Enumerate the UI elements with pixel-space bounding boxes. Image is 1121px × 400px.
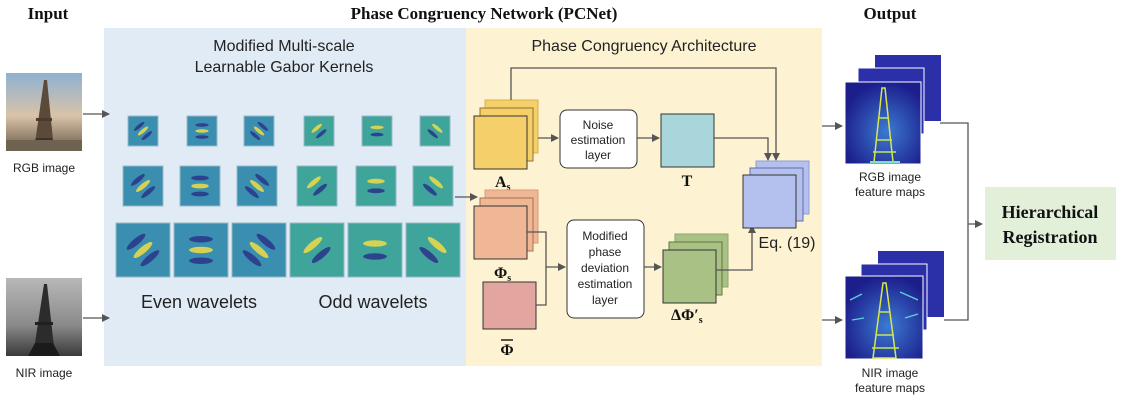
- label-Phi: Φs: [494, 265, 511, 284]
- mean-phase-block: [482, 281, 537, 330]
- odd-gabor-kernel: [303, 115, 335, 147]
- even-gabor-kernel: [231, 222, 287, 278]
- arrow-nir-to-registration: [944, 224, 969, 321]
- odd-gabor-kernel: [289, 222, 345, 278]
- arrow-T-to-eq: [714, 137, 772, 161]
- label-dPhi: ΔΦ′s: [671, 307, 703, 326]
- even-gabor-kernel: [243, 115, 275, 147]
- noise-box-line1: Noise: [583, 118, 614, 132]
- phase-box-line2: phase: [589, 245, 622, 259]
- gabor-panel: [104, 28, 466, 366]
- even-gabor-kernel: [115, 222, 171, 278]
- rgb-input-label: RGB image: [13, 161, 75, 175]
- odd-gabor-kernel: [347, 222, 403, 278]
- gabor-title-line1: Modified Multi-scale: [213, 38, 354, 55]
- phase-stack: [473, 189, 539, 260]
- rgb-output-label-2: feature maps: [855, 185, 925, 199]
- rgb-feature-maps: [844, 55, 941, 165]
- even-gabor-kernel: [122, 165, 164, 207]
- noise-box-line2: estimation: [571, 133, 626, 147]
- even-gabor-kernel: [186, 115, 218, 147]
- registration-box: [985, 187, 1116, 260]
- gabor-title-line2: Learnable Gabor Kernels: [195, 59, 374, 76]
- header-network: Phase Congruency Network (PCNet): [351, 4, 618, 23]
- pc-output-stack: [742, 160, 810, 229]
- phase-deviation-box: [566, 219, 645, 319]
- odd-wavelets-label: Odd wavelets: [318, 292, 427, 312]
- even-gabor-kernel: [127, 115, 159, 147]
- nir-input-label: NIR image: [16, 366, 73, 380]
- eq-label: Eq. (19): [759, 235, 816, 252]
- amplitude-stack: [473, 99, 539, 170]
- odd-gabor-kernel: [296, 165, 338, 207]
- phase-box-line5: layer: [592, 293, 618, 307]
- even-gabor-kernel: [179, 165, 221, 207]
- phase-deviation-stack: [662, 233, 729, 304]
- rgb-output-label-1: RGB image: [859, 170, 921, 184]
- odd-gabor-kernel: [361, 115, 393, 147]
- arrow-dphi-to-eq: [716, 225, 756, 271]
- phase-box-line4: estimation: [578, 277, 633, 291]
- registration-line1: Hierarchical: [1002, 202, 1099, 222]
- nir-output-label-1: NIR image: [862, 366, 919, 380]
- odd-gabor-kernel: [405, 222, 461, 278]
- phase-box-line1: Modified: [582, 229, 627, 243]
- even-wavelets-label: Even wavelets: [141, 292, 257, 312]
- arrow-rgb-to-registration: [940, 122, 983, 228]
- arrow-phi-to-phase-box: [527, 231, 566, 271]
- odd-gabor-kernel: [419, 115, 451, 147]
- header-input: Input: [28, 4, 69, 23]
- pc-title: Phase Congruency Architecture: [531, 38, 756, 55]
- gabor-kernel-grid: [115, 115, 461, 278]
- label-T: T: [682, 173, 693, 190]
- rgb-input-image: [6, 73, 82, 151]
- even-gabor-kernel: [236, 165, 278, 207]
- odd-gabor-kernel: [355, 165, 397, 207]
- header-output: Output: [864, 4, 917, 23]
- registration-line2: Registration: [1003, 227, 1098, 247]
- nir-output-label-2: feature maps: [855, 381, 925, 395]
- label-A: As: [495, 174, 511, 193]
- arrow-phibar-to-phase-box: [536, 267, 547, 306]
- phase-box-line3: deviation: [581, 261, 629, 275]
- label-Phibar: Φ: [500, 342, 513, 359]
- noise-estimation-box: [559, 109, 638, 169]
- even-gabor-kernel: [173, 222, 229, 278]
- nir-input-image: [6, 278, 82, 356]
- noise-box-line3: layer: [585, 148, 611, 162]
- odd-gabor-kernel: [412, 165, 454, 207]
- arrow-A-to-eq-top: [510, 67, 780, 161]
- noise-T-block: [660, 113, 715, 168]
- nir-feature-maps: [844, 251, 944, 360]
